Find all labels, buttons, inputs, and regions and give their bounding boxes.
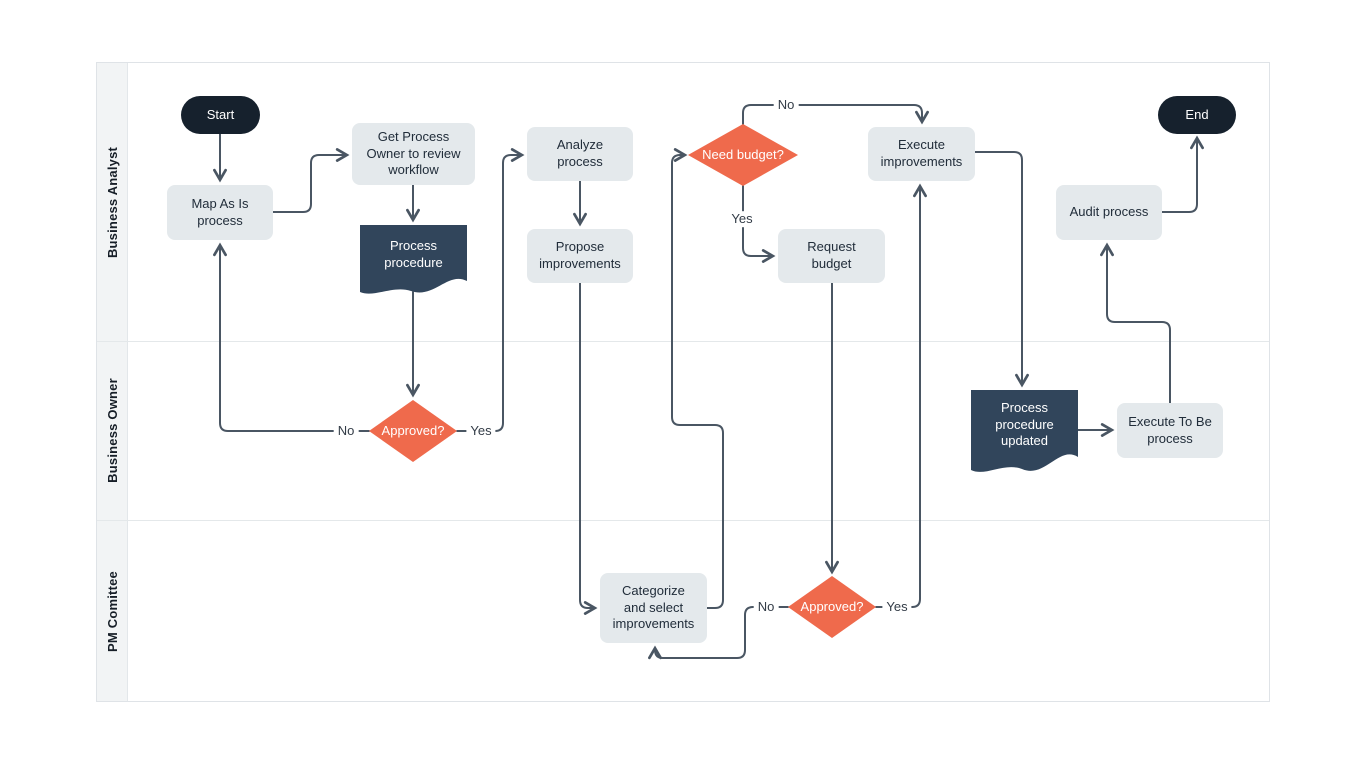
edge-categorize-to-need-budget xyxy=(671,148,724,609)
node-map-as-is-process[interactable]: Map As Is process xyxy=(167,185,273,240)
node-request-budget[interactable]: Request budget xyxy=(778,229,885,283)
node-label: Request budget xyxy=(807,239,856,271)
node-label: Propose improvements xyxy=(539,239,621,271)
node-label: Analyze process xyxy=(556,137,604,169)
node-audit-process[interactable]: Audit process xyxy=(1056,185,1162,240)
lane-divider xyxy=(97,520,1269,521)
edge-approved-pm-no-to-categorize xyxy=(648,606,789,660)
edge-approved-no-to-map xyxy=(213,242,370,432)
node-analyze-process[interactable]: Analyze process xyxy=(527,127,633,181)
node-label: Need budget? xyxy=(702,146,784,162)
edge-audit-to-end xyxy=(1161,135,1204,213)
node-label: Approved? xyxy=(381,422,445,438)
node-process-procedure-document[interactable]: Process procedure xyxy=(360,225,467,295)
edge-execute-tobe-to-audit xyxy=(1100,242,1171,404)
node-process-procedure-updated-document[interactable]: Process procedure updated xyxy=(971,390,1078,474)
node-label: Audit process xyxy=(1069,204,1149,220)
node-label: Get Process Owner to review workflow xyxy=(366,129,461,178)
edge-approved-yes-to-analyze xyxy=(456,148,525,432)
node-execute-to-be-process[interactable]: Execute To Be process xyxy=(1117,403,1223,458)
edge-execute-to-procedure-updated xyxy=(974,151,1029,388)
node-label: Categorize and select improvements xyxy=(612,583,695,632)
node-end[interactable]: End xyxy=(1158,96,1236,134)
node-start[interactable]: Start xyxy=(181,96,260,134)
document-shape xyxy=(971,390,1078,472)
edge-need-budget-yes-to-request xyxy=(742,185,776,263)
edge-need-budget-no-to-execute xyxy=(742,104,929,125)
node-label: Execute improvements xyxy=(880,137,963,169)
node-get-process-owner[interactable]: Get Process Owner to review workflow xyxy=(352,123,475,185)
edge-label-approved-pm-yes: Yes xyxy=(882,599,912,615)
edge-label-need-budget-no: No xyxy=(773,97,799,113)
edge-propose-to-categorize xyxy=(579,282,598,615)
edge-label-need-budget-yes: Yes xyxy=(727,211,757,227)
node-propose-improvements[interactable]: Propose improvements xyxy=(527,229,633,283)
node-label: End xyxy=(1185,106,1209,122)
edge-label-approved-pm-no: No xyxy=(753,599,779,615)
edge-label-approved-owner-no: No xyxy=(333,423,359,439)
lane-divider xyxy=(97,341,1269,342)
node-label: Approved? xyxy=(800,598,864,614)
node-label: Start xyxy=(206,106,235,122)
node-label: Execute To Be process xyxy=(1128,413,1212,446)
edge-approved-pm-yes-to-execute xyxy=(875,183,927,608)
document-shape xyxy=(360,225,467,294)
edge-map-to-get-owner xyxy=(272,148,350,213)
lane-label-strip xyxy=(97,63,128,701)
node-label: Process procedure updated xyxy=(995,400,1054,449)
node-execute-improvements[interactable]: Execute improvements xyxy=(868,127,975,181)
edge-label-approved-owner-yes: Yes xyxy=(466,423,496,439)
node-categorize-select-improvements[interactable]: Categorize and select improvements xyxy=(600,573,707,643)
node-label: Map As Is process xyxy=(191,195,249,228)
node-label: Process procedure xyxy=(384,238,443,270)
